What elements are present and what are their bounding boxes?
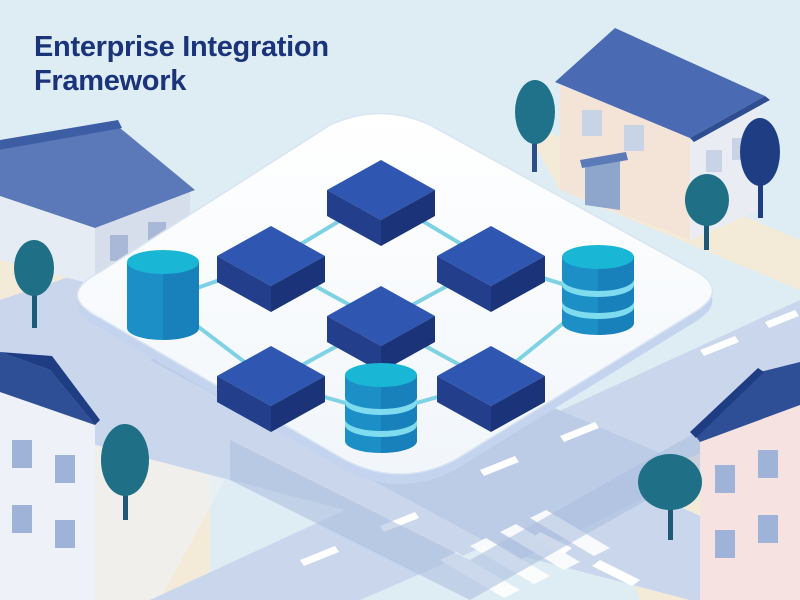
block-center-left-face xyxy=(327,316,381,372)
database-bottom-band-1 xyxy=(345,397,417,415)
database-left-top xyxy=(127,250,199,274)
database-right-band-1 xyxy=(562,279,634,297)
page-title: Enterprise Integration Framework xyxy=(34,30,329,98)
block-right xyxy=(437,226,545,312)
block-bottom-right xyxy=(437,346,545,432)
database-bottom-top xyxy=(345,363,417,387)
block-center-right-face xyxy=(381,316,435,372)
diagram-nodes xyxy=(127,160,634,453)
tree-6 xyxy=(638,454,702,540)
block-left xyxy=(217,226,325,312)
block-bottom-left-left-face xyxy=(217,376,271,432)
block-top-right-face xyxy=(381,190,435,246)
tree-3 xyxy=(685,174,729,250)
database-bottom-band-2 xyxy=(345,419,417,437)
block-center xyxy=(327,286,435,372)
block-left-right-face xyxy=(271,256,325,312)
platform-shadow xyxy=(230,430,700,600)
database-right xyxy=(562,245,634,335)
block-bottom-left xyxy=(217,346,325,432)
tree-5 xyxy=(101,424,149,520)
tree-4 xyxy=(14,240,54,328)
database-bottom xyxy=(345,363,417,453)
tree-1 xyxy=(515,80,555,172)
block-bottom-right-right-face xyxy=(491,376,545,432)
house-bottom-left xyxy=(0,352,100,600)
tree-2 xyxy=(740,118,780,218)
block-bottom-left-right-face xyxy=(271,376,325,432)
block-top-left-face xyxy=(327,190,381,246)
title-line-1: Enterprise Integration xyxy=(34,31,329,63)
block-top xyxy=(327,160,435,246)
title-line-2: Framework xyxy=(34,65,187,97)
database-right-top xyxy=(562,245,634,269)
block-left-left-face xyxy=(217,256,271,312)
database-right-band-2 xyxy=(562,301,634,319)
block-right-right-face xyxy=(491,256,545,312)
block-bottom-right-left-face xyxy=(437,376,491,432)
house-bottom-right xyxy=(690,362,800,600)
database-left xyxy=(127,250,199,340)
block-right-left-face xyxy=(437,256,491,312)
